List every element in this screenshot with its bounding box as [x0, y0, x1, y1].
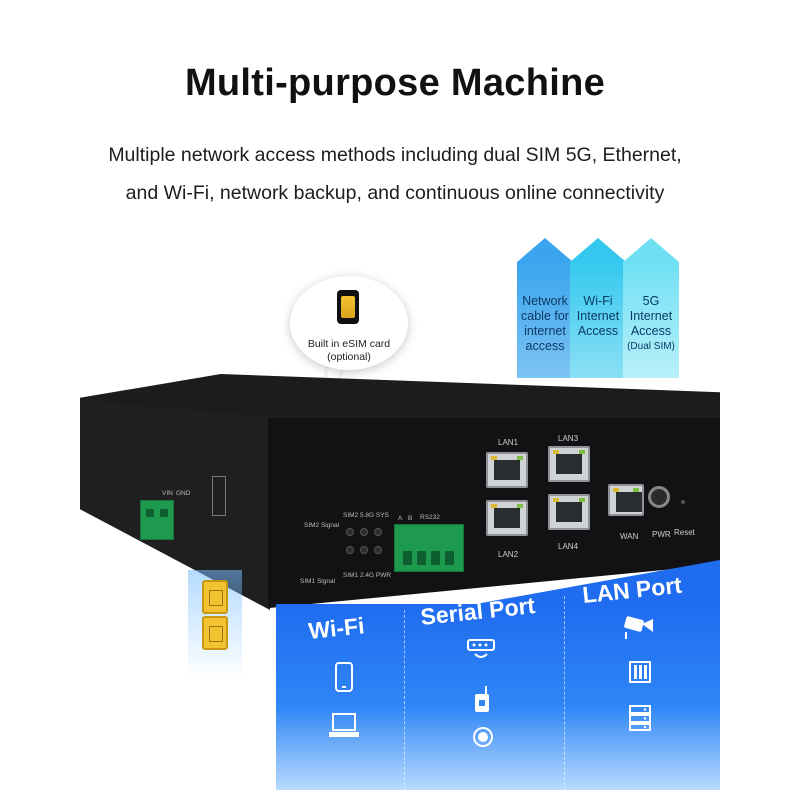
arrow-5g-label: 5G Internet Access (Dual SIM) — [627, 294, 675, 352]
switch-icon — [629, 661, 651, 683]
meter-icon — [467, 639, 495, 658]
arrow-wifi-label: Wi-Fi Internet Access — [576, 294, 620, 338]
lan3-label: LAN3 — [558, 434, 579, 443]
arrow-5g: 5G Internet Access (Dual SIM) — [623, 238, 679, 378]
subtitle-line-1: Multiple network access methods includin… — [108, 144, 682, 166]
vin-label: VIN — [162, 490, 173, 497]
arrow-network-cable-label: Network cable for internet access — [521, 294, 569, 353]
application-panel — [276, 604, 720, 790]
arrow-wifi: Wi-Fi Internet Access — [570, 238, 626, 378]
esim-bubble-text: Built in eSIM card (optional) — [307, 338, 391, 363]
page-title: Multi-purpose Machine — [184, 62, 606, 104]
phone-icon — [335, 662, 353, 692]
reset-button[interactable] — [681, 500, 685, 504]
page-subtitle: Multiple network access methods includin… — [40, 136, 750, 212]
sim-card-1-icon — [202, 580, 228, 614]
rs232-label: RS232 — [420, 514, 440, 521]
lan1-label: LAN1 — [498, 438, 519, 447]
camera-icon — [624, 616, 653, 639]
sim-tray — [212, 476, 226, 516]
rs232-a-label: A — [398, 515, 403, 522]
laptop-icon — [329, 713, 359, 737]
lan4-label: LAN4 — [558, 542, 579, 551]
sensor-icon — [475, 686, 489, 712]
gnd-label: GND — [176, 490, 191, 497]
wan-label: WAN — [620, 532, 639, 541]
arrow-network-cable: Network cable for internet access — [517, 238, 573, 378]
reset-label: Reset — [674, 528, 695, 537]
wan-port[interactable] — [608, 484, 644, 516]
lan2-port[interactable] — [486, 500, 528, 536]
sim2-signal-label: SIM2 Signal — [304, 522, 340, 529]
sim-chip-icon — [337, 290, 359, 324]
alarm-icon — [473, 727, 493, 747]
rs232-b-label: B — [408, 515, 413, 522]
sim1-signal-label: SIM1 Signal — [300, 578, 336, 585]
top-leds-label: SIM2 5.8G SYS — [343, 512, 389, 519]
sim-card-2-icon — [202, 616, 228, 650]
server-icon — [629, 705, 651, 731]
lan1-port[interactable] — [486, 452, 528, 488]
bottom-leds-label: SIM1 2.4G PWR — [343, 572, 392, 579]
pwr-label: PWR — [652, 530, 671, 539]
lan3-port[interactable] — [548, 446, 590, 482]
panel-divider-2 — [564, 596, 565, 790]
lan4-port[interactable] — [548, 494, 590, 530]
rs232-terminal-block — [394, 524, 464, 572]
dc-power-jack[interactable] — [648, 486, 670, 508]
panel-divider-1 — [404, 610, 405, 790]
lan2-label: LAN2 — [498, 550, 519, 559]
power-terminal-block — [140, 500, 174, 540]
subtitle-line-2: and Wi-Fi, network backup, and continuou… — [125, 182, 665, 204]
